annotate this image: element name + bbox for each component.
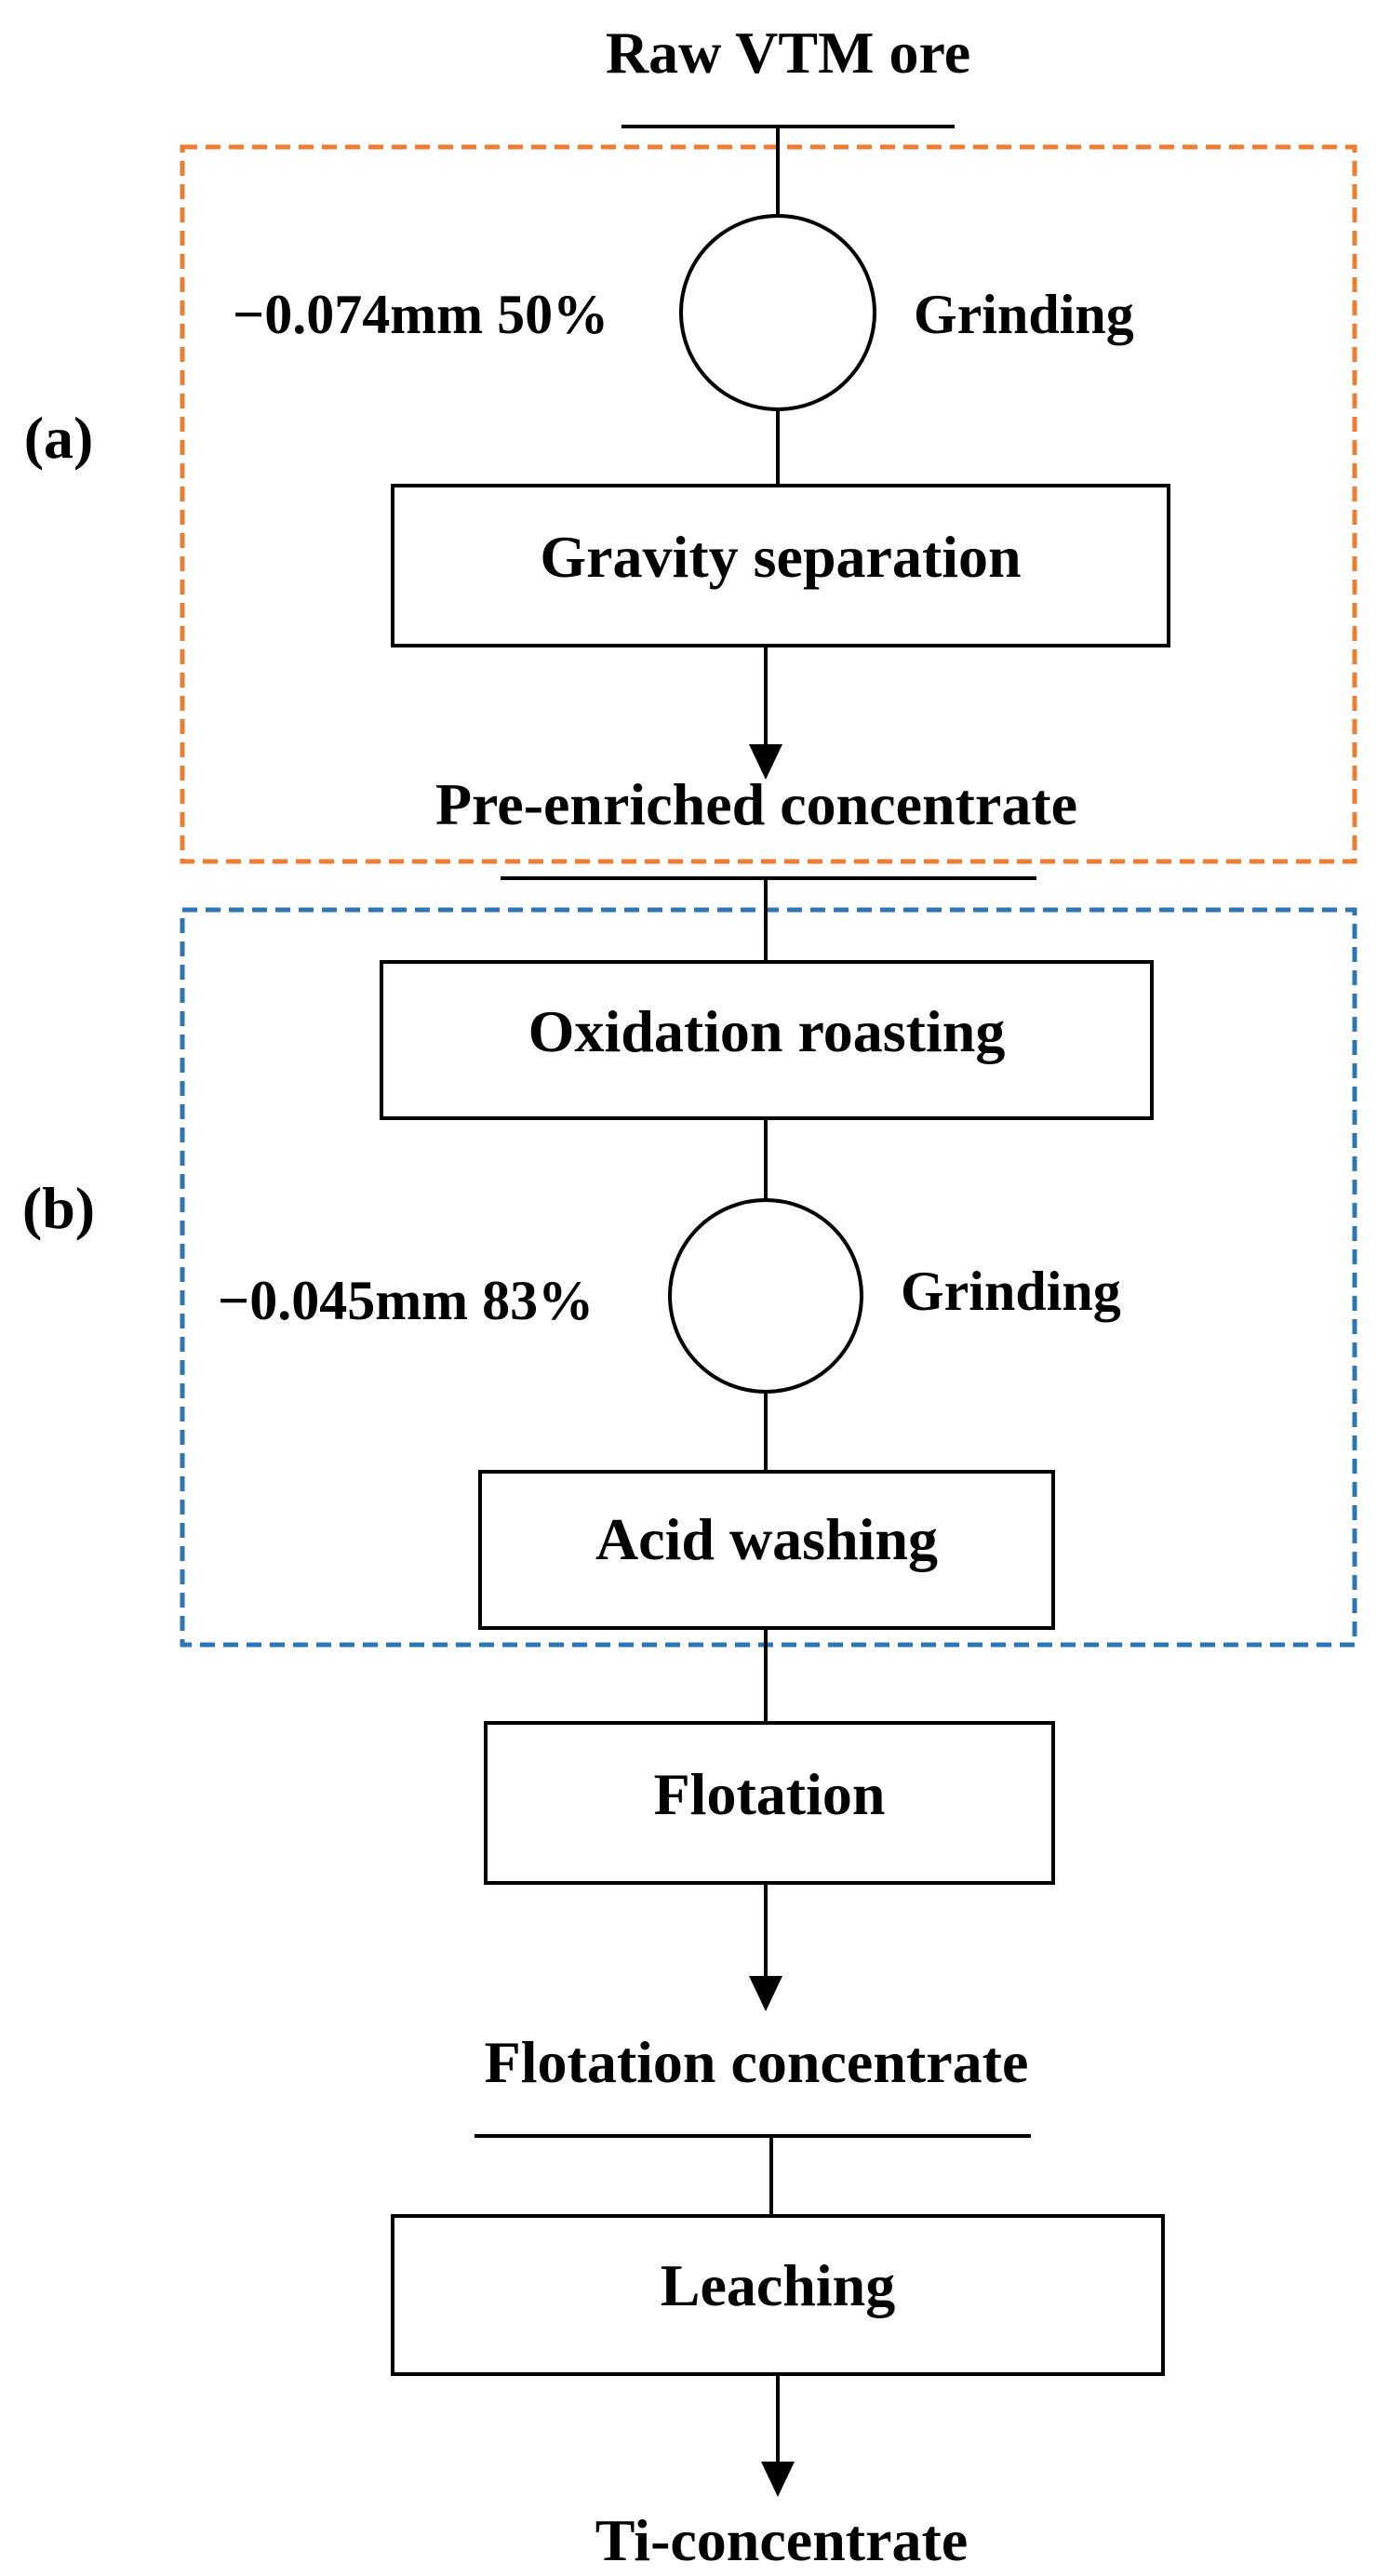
group-a-frame xyxy=(180,144,1357,864)
acid-washing-box xyxy=(478,1470,1055,1630)
gravity-separation-box xyxy=(391,484,1170,647)
pre-enriched-label: Pre-enriched concentrate xyxy=(435,771,1077,837)
ti-concentrate-label: Ti-concentrate xyxy=(595,2507,968,2573)
arrowhead-leaching xyxy=(761,2462,795,2497)
grinding-2-label: Grinding xyxy=(901,1261,1121,1322)
oxidation-roasting-label: Oxidation roasting xyxy=(528,998,1006,1064)
arrowhead-flotation xyxy=(749,1976,782,2011)
group-b-frame xyxy=(180,907,1357,1648)
grinding-2-node xyxy=(668,1198,863,1394)
flotation-concentrate-label: Flotation concentrate xyxy=(485,2029,1029,2095)
raw-ore-label: Raw VTM ore xyxy=(606,20,970,86)
acid-washing-label: Acid washing xyxy=(595,1506,938,1572)
grinding-1-size-label: −0.074mm 50% xyxy=(233,284,608,345)
leaching-label: Leaching xyxy=(661,2252,895,2318)
group-a-tag: (a) xyxy=(24,405,94,471)
gravity-separation-label: Gravity separation xyxy=(540,524,1021,590)
grinding-2-size-label: −0.045mm 83% xyxy=(218,1270,594,1331)
arrowhead-gravity xyxy=(749,744,782,780)
flotation-label: Flotation xyxy=(654,1761,886,1827)
group-b-tag: (b) xyxy=(22,1175,95,1241)
flotation-box xyxy=(484,1721,1055,1885)
grinding-1-node xyxy=(679,214,876,411)
grinding-1-label: Grinding xyxy=(914,284,1134,345)
